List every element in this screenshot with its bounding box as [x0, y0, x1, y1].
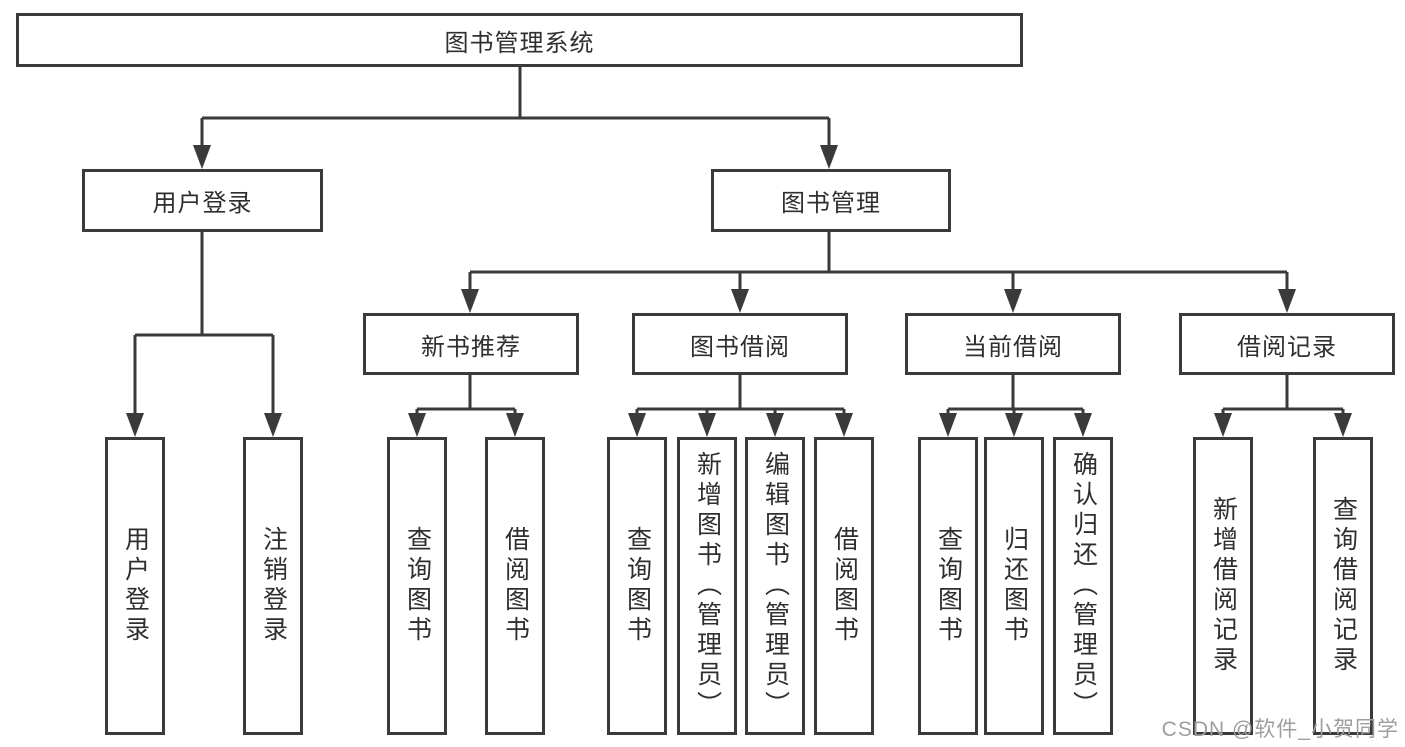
- node-user-login: 用户登录: [82, 169, 323, 232]
- node-book-management: 图书管理: [711, 169, 951, 232]
- leaf-query-book-current: 查询图书: [918, 437, 978, 735]
- leaf-borrow-book-recommend: 借阅图书: [485, 437, 545, 735]
- leaf-logout: 注销登录: [243, 437, 303, 735]
- leaf-edit-book-admin: 编辑图书（管理员）: [745, 437, 805, 735]
- node-library-system: 图书管理系统: [16, 13, 1023, 67]
- node-current-borrow: 当前借阅: [905, 313, 1121, 375]
- leaf-add-borrow-record: 新增借阅记录: [1193, 437, 1253, 735]
- leaf-query-book-recommend: 查询图书: [387, 437, 447, 735]
- leaf-confirm-return-admin: 确认归还（管理员）: [1053, 437, 1113, 735]
- leaf-return-book: 归还图书: [984, 437, 1044, 735]
- leaf-borrow-book: 借阅图书: [814, 437, 874, 735]
- node-borrow-record: 借阅记录: [1179, 313, 1395, 375]
- leaf-query-borrow-record: 查询借阅记录: [1313, 437, 1373, 735]
- leaf-user-login: 用户登录: [105, 437, 165, 735]
- node-new-book-recommend: 新书推荐: [363, 313, 579, 375]
- leaf-add-book-admin: 新增图书（管理员）: [677, 437, 737, 735]
- node-book-borrow: 图书借阅: [632, 313, 848, 375]
- watermark-text: CSDN @软件_小贺同学: [1161, 718, 1399, 741]
- leaf-query-book-borrow: 查询图书: [607, 437, 667, 735]
